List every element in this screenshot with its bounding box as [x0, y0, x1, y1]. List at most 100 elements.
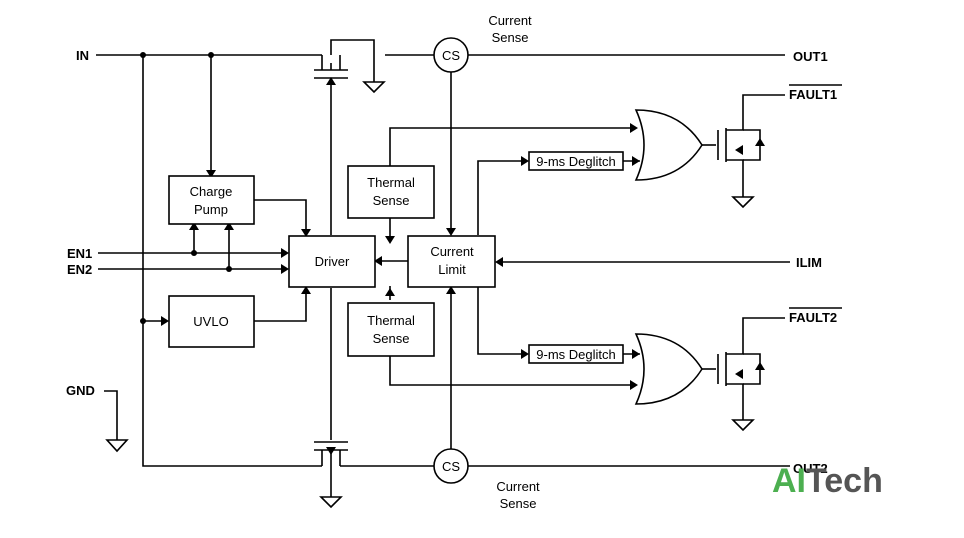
- ground-symbol-fet-top: [362, 81, 386, 94]
- logo-text-ai: AITech: [772, 462, 883, 500]
- pin-out1: OUT1: [793, 49, 828, 64]
- pin-fault2: FAULT2: [789, 310, 837, 325]
- thermal-sense-bottom-block: Thermal Sense: [347, 302, 435, 357]
- ground-symbol-fault1: [731, 196, 755, 209]
- thermal-sense-top-line2: Sense: [373, 193, 410, 208]
- fault-fet-bottom-drain-source: [726, 317, 785, 420]
- deglitch-top-label: 9-ms Deglitch: [536, 154, 615, 169]
- aitech-logo: AITech: [772, 462, 883, 500]
- thermal-sense-bottom-line2: Sense: [373, 331, 410, 346]
- thermal-sense-top-line1: Thermal: [367, 175, 415, 190]
- junction-dot: [208, 52, 214, 58]
- arrow-limit-driver: [374, 256, 382, 266]
- current-sense-top-line1: Current: [488, 13, 532, 28]
- deglitch-bottom-box: [528, 344, 624, 364]
- wire-limit-deglitch-top: [477, 160, 523, 235]
- arrow-fault-fet-bottom: [735, 369, 743, 379]
- wire-thermal-top-or: [389, 127, 632, 166]
- deglitch-top-box: [528, 151, 624, 171]
- cs-bottom-label: CS: [442, 459, 460, 474]
- cs-bottom-circle: [433, 448, 469, 484]
- arrow-deglitch-top: [521, 156, 529, 166]
- driver-box: [288, 235, 376, 288]
- pin-en1: EN1: [67, 246, 92, 261]
- or-gates: [634, 109, 703, 405]
- arrow-cs-bottom: [446, 286, 456, 294]
- arrow-en1-up: [189, 222, 199, 230]
- arrow-cs-top: [446, 228, 456, 236]
- current-sense-top-line2: Sense: [492, 30, 529, 45]
- arrow-uvlo-in: [161, 316, 169, 326]
- cs-top-circle: [433, 37, 469, 73]
- fault-fet-bottom-gate: [717, 352, 727, 386]
- thermal-sense-top-box: [347, 165, 435, 219]
- thermal-sense-top-block: Thermal Sense: [347, 165, 435, 219]
- thermal-sense-bottom-line1: Thermal: [367, 313, 415, 328]
- junction-dot: [226, 266, 232, 272]
- arrow-fet-bottom: [326, 447, 336, 455]
- pin-gnd: GND: [66, 383, 95, 398]
- wire-uvlo-driver: [254, 292, 307, 322]
- arrow-deglitch-bottom: [521, 349, 529, 359]
- grounds: [105, 81, 755, 509]
- pin-labels: IN OUT1 OUT2 FAULT1 FAULT2 EN1 EN2 ILIM …: [66, 48, 842, 476]
- uvlo-label: UVLO: [193, 314, 228, 329]
- arrow-or-top-b: [632, 156, 640, 166]
- uvlo-block: UVLO: [168, 295, 255, 348]
- wire-chargepump-driver: [254, 199, 307, 230]
- fet-top-terminals: [321, 55, 341, 70]
- pin-in: IN: [76, 48, 89, 63]
- uvlo-box: [168, 295, 255, 348]
- charge-pump-label-line1: Charge: [190, 184, 233, 199]
- logo-tech: Tech: [806, 462, 883, 500]
- arrow-chargepump-in: [206, 170, 216, 178]
- arrow-fault-diode-top: [755, 138, 765, 146]
- arrow-driver-bottom: [301, 286, 311, 294]
- ground-symbol-gnd: [105, 439, 129, 453]
- arrow-en2: [281, 264, 289, 274]
- current-limit-line1: Current: [430, 244, 474, 259]
- arrow-fet-top: [326, 77, 336, 85]
- arrow-ilim: [495, 257, 503, 267]
- arrow-thermal-top: [385, 236, 395, 244]
- wire-limit-deglitch-bottom: [477, 287, 523, 355]
- wire-in-bus: [142, 55, 322, 467]
- ground-symbol-fet-bottom: [319, 496, 343, 509]
- driver-block: Driver: [288, 235, 376, 288]
- deglitch-bottom-label: 9-ms Deglitch: [536, 347, 615, 362]
- arrow-or-bottom-a: [632, 349, 640, 359]
- current-limit-block: Current Limit: [407, 235, 496, 288]
- junctions: [140, 52, 232, 324]
- junction-dot: [140, 52, 146, 58]
- current-sense-top-label: Current Sense: [488, 13, 532, 45]
- logo-ai: AI: [772, 462, 806, 500]
- arrow-en2-up: [224, 222, 234, 230]
- or-gate-bottom: [634, 333, 703, 405]
- junction-dot: [191, 250, 197, 256]
- charge-pump-label-line2: Pump: [194, 202, 228, 217]
- charge-pump-block: Charge Pump: [168, 175, 255, 225]
- current-limit-line2: Limit: [438, 262, 466, 277]
- driver-label: Driver: [315, 254, 350, 269]
- charge-pump-box: [168, 175, 255, 225]
- current-sense-bottom-line1: Current: [496, 479, 540, 494]
- cs-top-block: CS: [433, 37, 469, 73]
- cs-top-label: CS: [442, 48, 460, 63]
- arrow-or-bottom-b: [630, 380, 638, 390]
- pin-ilim: ILIM: [796, 255, 822, 270]
- arrowheads: [161, 77, 765, 455]
- fault-fet-top-gate: [717, 128, 727, 162]
- pin-fault1: FAULT1: [789, 87, 837, 102]
- thermal-sense-bottom-box: [347, 302, 435, 357]
- arrow-thermal-bottom: [385, 288, 395, 296]
- pin-en2: EN2: [67, 262, 92, 277]
- junction-dot: [140, 318, 146, 324]
- arrow-or-top-a: [630, 123, 638, 133]
- current-limit-box: [407, 235, 496, 288]
- arrow-en1: [281, 248, 289, 258]
- pin-out2: OUT2: [793, 461, 828, 476]
- ground-symbol-fault2: [731, 419, 755, 432]
- wire-gnd: [104, 390, 118, 440]
- current-sense-bottom-line2: Sense: [500, 496, 537, 511]
